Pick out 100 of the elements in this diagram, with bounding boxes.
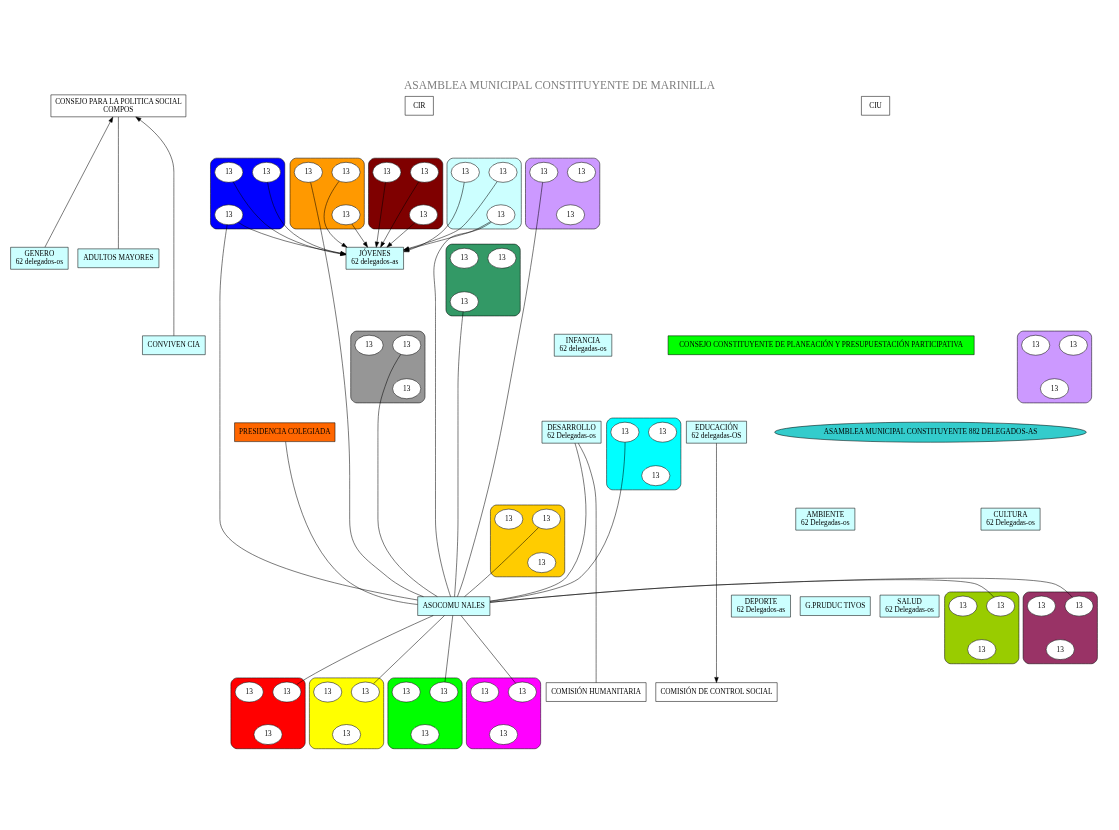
node-ellipse: 13 [487, 247, 517, 269]
arrow [380, 180, 420, 247]
connector [285, 441, 418, 605]
node-ellipse: 13 [1040, 377, 1069, 399]
arrow [238, 221, 347, 255]
cluster [944, 591, 1020, 664]
node-ellipse: 13 [331, 161, 361, 183]
node-box: G.PRUDUC TIVOS [799, 595, 871, 616]
node-ellipse: 13 [214, 161, 244, 183]
node-box: GENERO 62 delegados-os [10, 246, 69, 270]
cluster [525, 157, 601, 229]
arrow [714, 442, 719, 683]
node-ellipse: 13 [332, 723, 361, 745]
node-ellipse: 13 [392, 334, 422, 356]
diagram-title: ASAMBLEA MUNICIPAL CONSTITUYENTE DE MARINILLA [404, 78, 715, 91]
node-ellipse: 13 [986, 595, 1015, 616]
cluster [387, 677, 463, 749]
connector [489, 577, 1073, 603]
node-box: CONSEJO PARA LA POLITICA SOCIAL COMPOS [50, 94, 187, 117]
cluster [368, 157, 444, 229]
node-box: CONVIVEN CIA [142, 335, 206, 355]
node-ellipse: 13 [532, 508, 561, 529]
node-ellipse: 13 [449, 290, 479, 312]
node-ellipse: 13 [372, 161, 402, 183]
arrow [386, 222, 415, 247]
node-ellipse: 13 [293, 161, 323, 183]
arrow [44, 116, 114, 247]
cluster [309, 677, 384, 749]
node-box: PRESIDENCIA COLEGIADA [234, 422, 336, 442]
arrow [351, 223, 368, 247]
node-ellipse: 13 [641, 464, 671, 486]
node-ellipse: 13 [410, 723, 440, 745]
node-ellipse: 13 [507, 681, 537, 702]
cluster [350, 330, 426, 403]
node-box: EDUCACIÓN 62 delegadas-OS [686, 420, 747, 443]
node-ellipse: 13 [354, 334, 384, 356]
node-ellipse: 13 [1027, 595, 1056, 616]
cluster [289, 157, 365, 229]
node-box: CIU [861, 95, 890, 115]
cluster [1017, 330, 1092, 403]
cluster [445, 243, 521, 316]
node-ellipse: ASAMBLEA MUNICIPAL CONSTITUYENTE 882 DELEGADOS-AS [774, 421, 1087, 442]
node-box: CIR [404, 95, 434, 115]
node-ellipse: 13 [253, 723, 283, 745]
node-ellipse: 13 [1021, 334, 1051, 356]
node-box: AMBIENTE 62 Delegadas-os [795, 507, 856, 530]
node-ellipse: 13 [391, 681, 421, 702]
node-ellipse: 13 [488, 161, 518, 183]
connector [454, 311, 464, 597]
node-ellipse: 13 [252, 161, 281, 183]
cluster [230, 677, 306, 749]
node-ellipse: 13 [1045, 638, 1075, 660]
node-box: DESARROLLO 62 Delegadas-os [541, 420, 602, 443]
node-ellipse: 13 [313, 681, 343, 702]
node-box: CULTURA 62 Delegadas-os [980, 507, 1041, 530]
connector [433, 220, 491, 597]
cluster [210, 157, 286, 229]
connector [296, 614, 434, 685]
node-box: JÓVENES 62 delegados-as [345, 246, 404, 270]
arrow [374, 181, 386, 248]
connector [489, 442, 587, 601]
cluster [446, 157, 522, 229]
node-ellipse: 13 [489, 723, 518, 745]
node-ellipse: 13 [449, 247, 479, 269]
node-box: COMISIÓN HUMANITARIA [545, 681, 647, 702]
node-ellipse: 13 [429, 681, 459, 702]
node-box: DEPORTE 62 Delegados-as [731, 594, 791, 617]
node-box: ADULTOS MAYORES [77, 248, 160, 268]
connector [489, 441, 626, 602]
arrow [323, 180, 348, 248]
node-ellipse: 13 [409, 204, 438, 225]
node-ellipse: 13 [967, 638, 997, 660]
node-box: COMISIÓN DE CONTROL SOCIAL [655, 681, 778, 702]
node-ellipse: 13 [494, 508, 524, 529]
node-ellipse: 13 [272, 681, 302, 702]
arrow [233, 181, 347, 256]
node-box: CONSEJO CONSTITUYENTE DE PLANEACIÓN Y PRESUPUESTACIÓN PARTICIPATIVA [667, 335, 975, 355]
node-box: SALUD 62 Delegadas-os [879, 594, 940, 617]
node-ellipse: 13 [948, 595, 978, 616]
arrow [267, 181, 347, 256]
arrow [135, 116, 175, 336]
node-ellipse: 13 [410, 161, 439, 183]
node-ellipse: 13 [392, 377, 422, 399]
cluster [490, 504, 565, 577]
node-ellipse: 13 [234, 681, 264, 702]
node-box: INFANCIA 62 delegadas-os [554, 333, 613, 356]
connector [310, 181, 424, 597]
node-ellipse: 13 [470, 681, 500, 702]
node-box: ASOCOMU NALES [417, 595, 491, 616]
node-ellipse: 13 [486, 204, 516, 225]
connector [578, 442, 597, 683]
node-ellipse: 13 [331, 204, 361, 225]
node-ellipse: 13 [610, 421, 640, 442]
cluster [1022, 591, 1098, 664]
connector [444, 614, 453, 682]
node-ellipse: 13 [450, 161, 480, 183]
node-ellipse: 13 [648, 421, 677, 442]
cluster [466, 677, 541, 749]
connector [377, 353, 438, 597]
node-ellipse: 13 [567, 161, 596, 183]
